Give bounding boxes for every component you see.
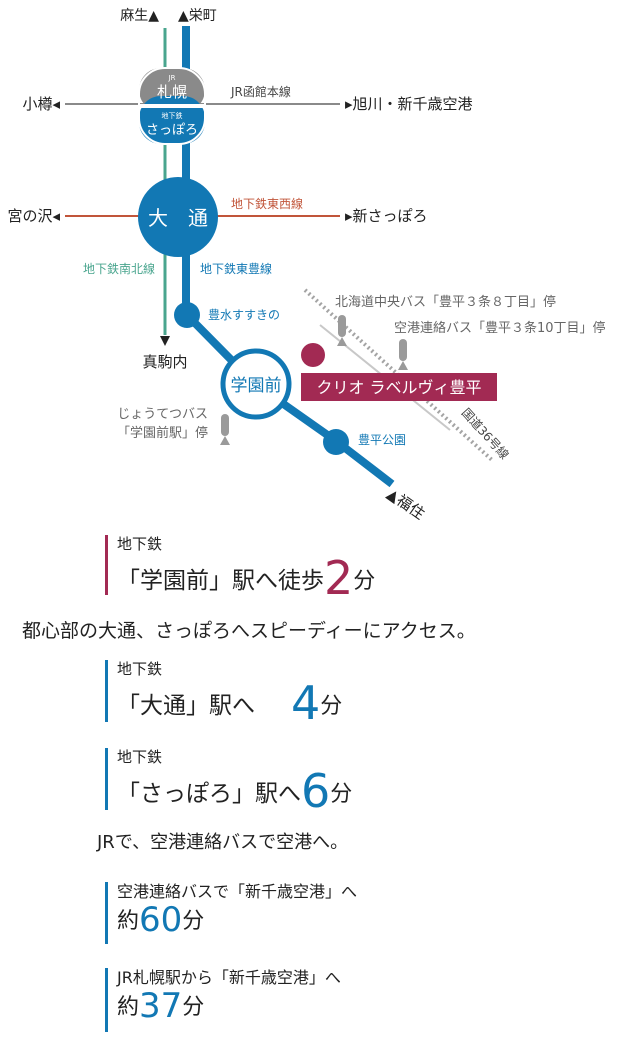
jr-small-label: JR札幌駅から「新千歳空港」へ [117, 968, 341, 987]
sapporo-main-text: 「さっぽろ」駅へ [117, 780, 301, 807]
label-fukuzumi: ▲福住 [384, 485, 428, 520]
sapporo-station-frame [138, 67, 206, 145]
jr-unit: 分 [182, 994, 205, 1020]
label-sapporo-jr-name: 札幌 [157, 83, 187, 101]
bus-stop-icon [220, 414, 230, 445]
lead-text-city: 都心部の大通、さっぽろへスピーディーにアクセス。 [22, 620, 476, 642]
bus-small-label: 空港連絡バスで「新千歳空港」へ [117, 882, 358, 901]
bus-stop-icon [337, 315, 347, 346]
odori-small-label: 地下鉄 [117, 660, 163, 678]
gakuenmae-station [220, 348, 292, 420]
walk-minutes: 2 [324, 550, 354, 605]
label-tozai-line: 地下鉄東西線 [231, 196, 303, 211]
label-hosui-susukino: 豊水すすきの [208, 308, 280, 322]
label-jotetsu-bus: じょうてつバス [117, 407, 208, 422]
bus-unit: 分 [182, 908, 205, 934]
bus-main: 約60分 [117, 903, 357, 937]
toyohira-koen-station [323, 429, 349, 455]
label-gakuenmae: 学園前 [231, 376, 282, 396]
label-hakodate-line: JR函館本線 [230, 84, 291, 99]
label-toyohira-koen: 豊平公園 [358, 433, 406, 447]
sapporo-unit: 分 [330, 781, 353, 807]
label-shinsapporo: ▸新さっぽろ [345, 207, 428, 225]
namboku-arrow-icon [160, 336, 170, 346]
bus-prefix: 約 [117, 908, 140, 934]
odori-main-text: 「大通」駅へ [117, 692, 255, 719]
label-sapporo-sub-tag: 地下鉄 [162, 111, 183, 120]
jr-prefix: 約 [117, 994, 140, 1020]
label-otaru: 小樽◂ [22, 95, 60, 113]
label-asabu: 麻生▲ [120, 8, 159, 24]
access-walk: 地下鉄 「学園前」駅へ徒歩2分 [105, 535, 375, 601]
label-odori: 大 通 [148, 206, 208, 230]
label-asahikawa: ▸旭川・新千歳空港 [345, 95, 473, 113]
odori-minutes: 4 [291, 675, 321, 730]
label-route-36: 国道36号線 [459, 405, 512, 462]
property-label-box [301, 373, 497, 401]
label-sapporo-sub-name: さっぽろ [146, 123, 198, 138]
jr-minutes: 37 [139, 985, 183, 1026]
access-airport-bus: 空港連絡バスで「新千歳空港」へ 約60分 [105, 882, 357, 944]
label-miyanosawa: 宮の沢◂ [7, 207, 60, 225]
route-map: 麻生▲ ▲栄町 JR 札幌 地下鉄 さっぽろ JR函館本線 小樽◂ ▸旭川・新千… [7, 8, 606, 520]
bus-minutes: 60 [139, 899, 183, 940]
label-jotetsu-stop: 「学園前駅」停 [117, 425, 208, 441]
lead-text-airport: JRで、空港連絡バスで空港へ。 [97, 832, 349, 853]
walk-unit: 分 [353, 568, 376, 594]
odori-station [138, 177, 218, 257]
bus-stop-icon [398, 339, 408, 370]
access-jr: JR札幌駅から「新千歳空港」へ 約37分 [105, 968, 341, 1032]
label-bus-airport: 空港連絡バス「豊平３条10丁目」停 [394, 320, 606, 336]
walk-main: 「学園前」駅へ徒歩2分 [117, 555, 375, 601]
jr-main: 約37分 [117, 989, 341, 1023]
walk-small-label: 地下鉄 [117, 535, 163, 553]
walk-main-text: 「学園前」駅へ徒歩 [117, 567, 324, 594]
sapporo-main: 「さっぽろ」駅へ6分 [117, 768, 352, 814]
access-sapporo: 地下鉄 「さっぽろ」駅へ6分 [105, 748, 352, 814]
sapporo-small-label: 地下鉄 [117, 748, 163, 766]
hosui-susukino-station [174, 302, 200, 328]
label-makomanai: 真駒内 [142, 353, 187, 371]
sapporo-minutes: 6 [301, 763, 331, 818]
label-property: クリオ ラベルヴィ豊平 [316, 378, 481, 397]
label-sakaemachi: ▲栄町 [178, 8, 217, 24]
label-toho-line: 地下鉄東豊線 [200, 261, 272, 276]
label-bus-chuo: 北海道中央バス「豊平３条８丁目」停 [335, 294, 556, 310]
label-namboku-line: 地下鉄南北線 [83, 261, 155, 276]
label-sapporo-jr-tag: JR [168, 74, 176, 82]
odori-unit: 分 [320, 693, 343, 719]
property-marker [301, 343, 325, 367]
